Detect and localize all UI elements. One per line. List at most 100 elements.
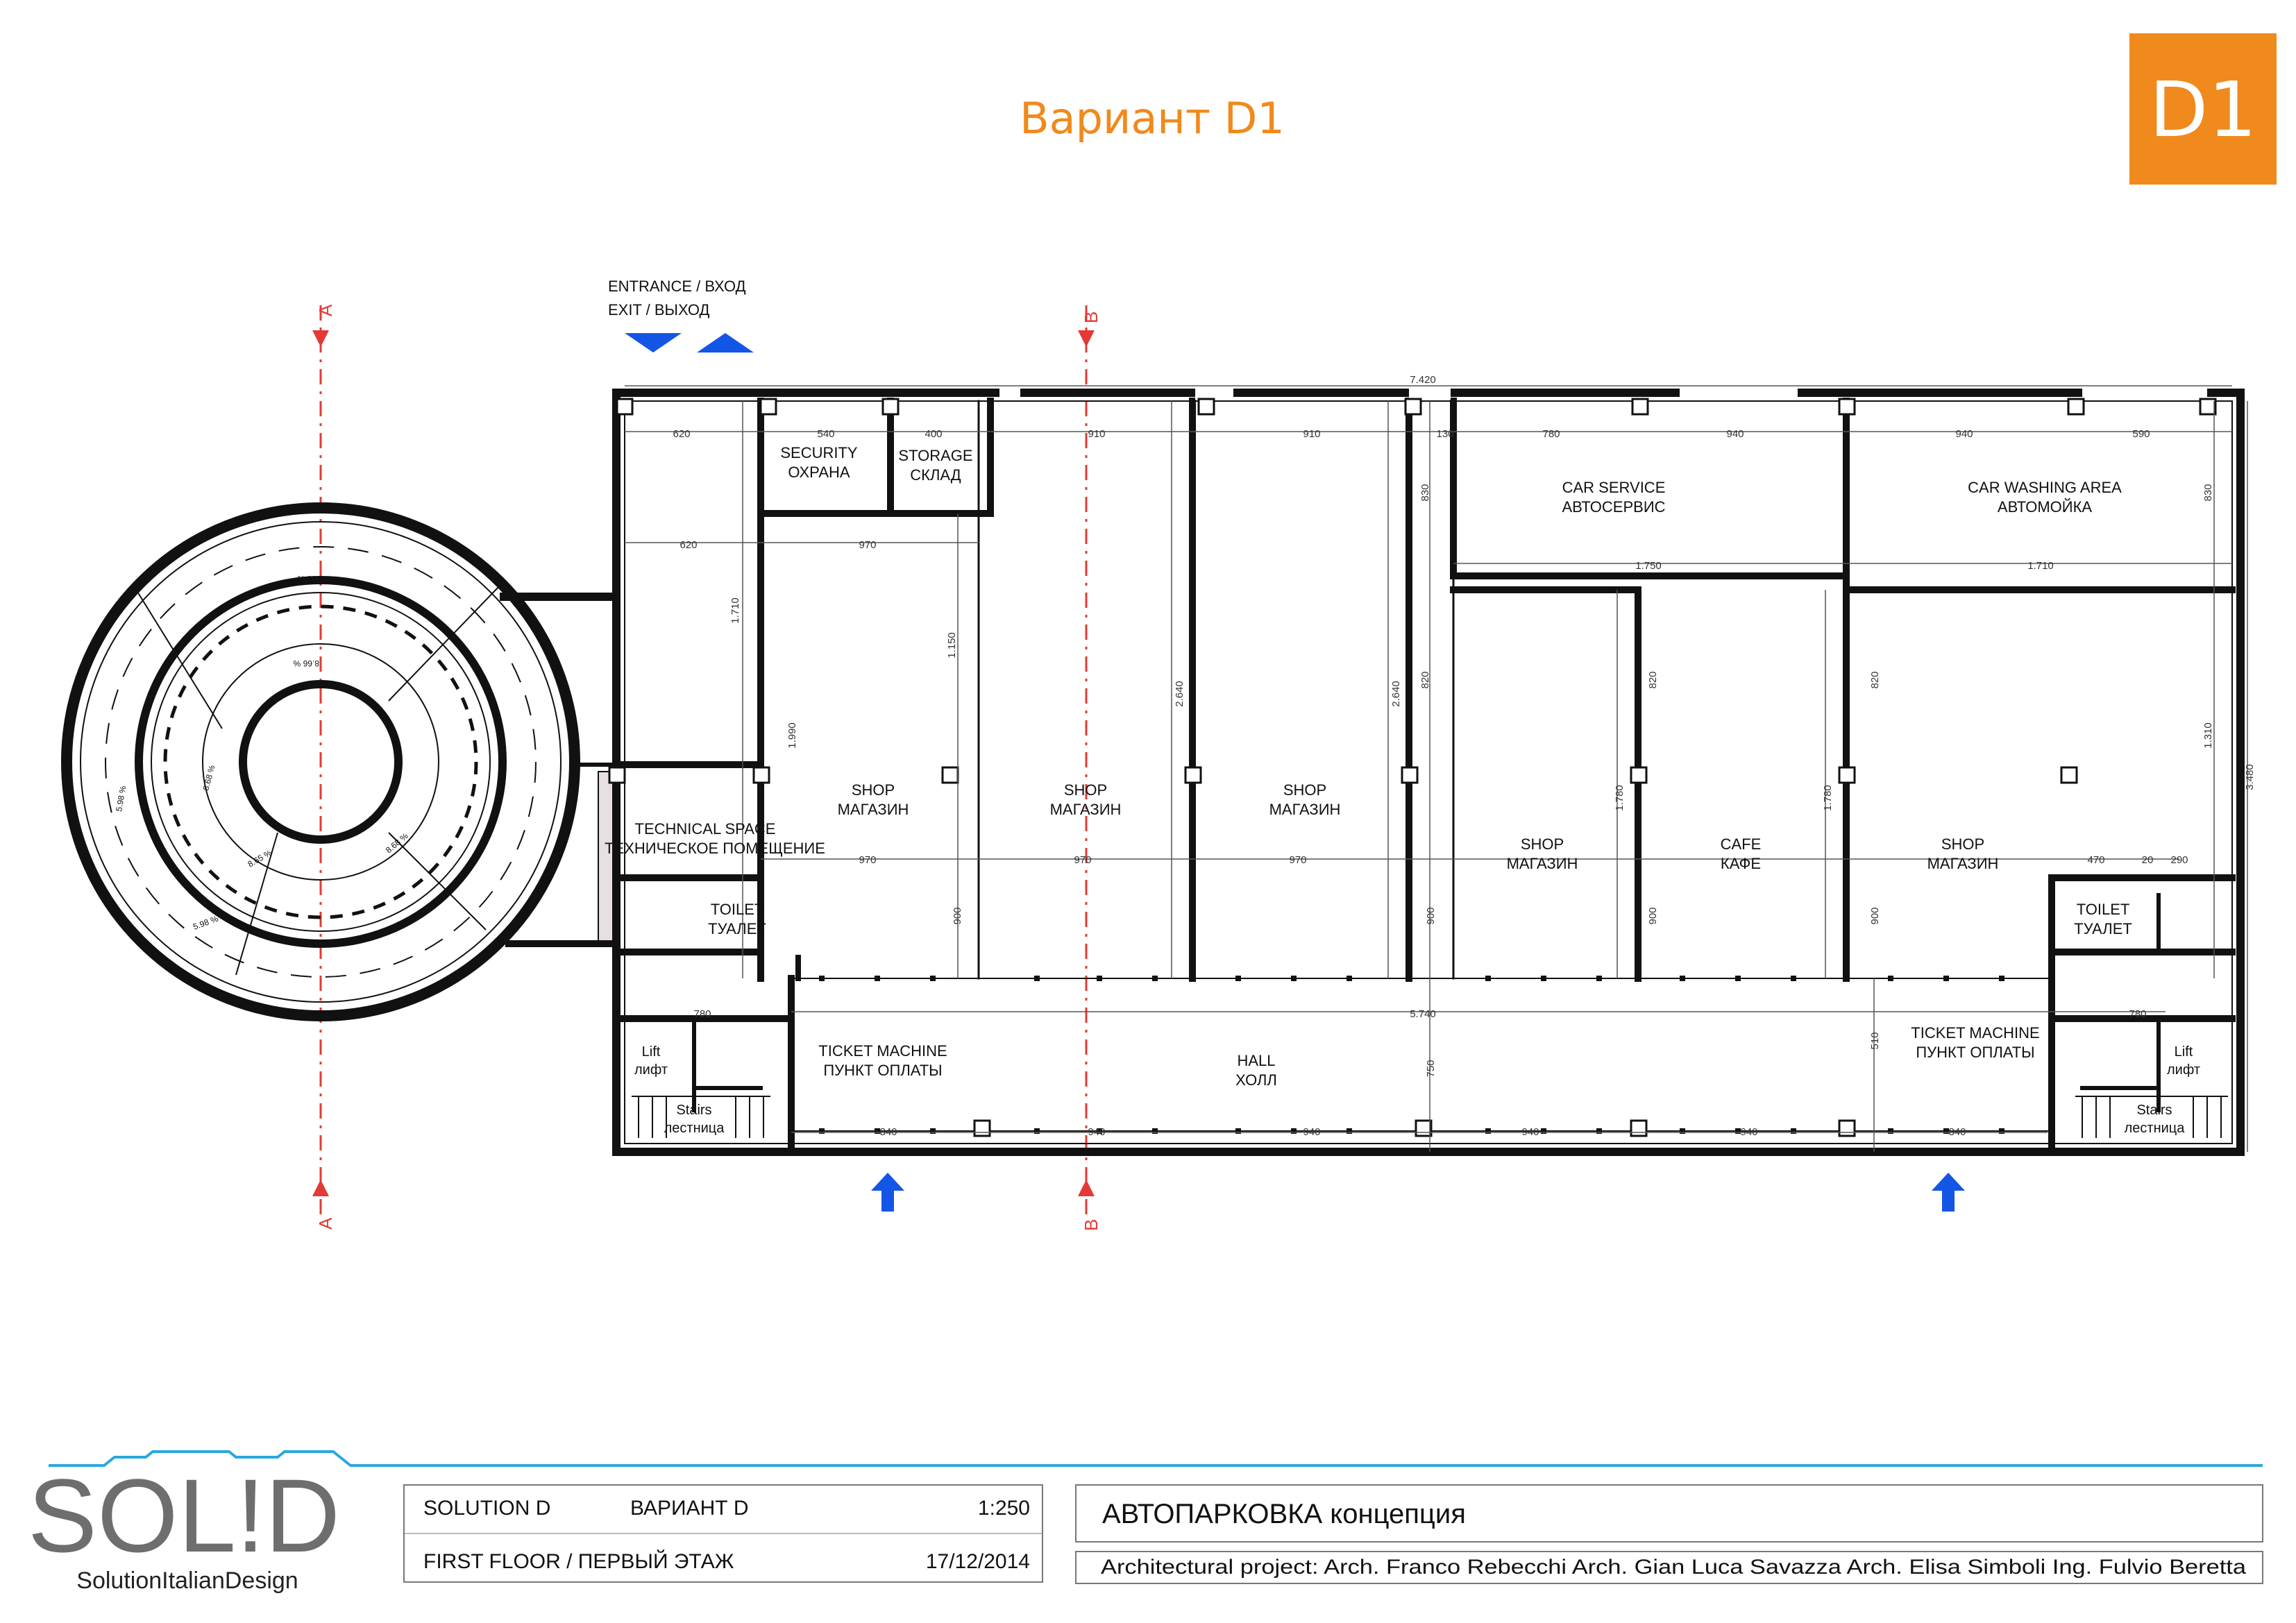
room-storage-en: STORAGE xyxy=(898,447,972,464)
exit-label: EXIT / ВЫХОД xyxy=(608,301,710,318)
dim-shop-1: 970 xyxy=(859,854,876,866)
dim-shop-5: 20 xyxy=(2142,854,2154,866)
dim-v-1: 1.710 xyxy=(729,597,741,624)
dim-bottom-3: 940 xyxy=(1088,1126,1105,1138)
room-shop-5-ru: МАГАЗИН xyxy=(1927,855,1999,872)
scale-label: 1:250 xyxy=(978,1497,1030,1520)
top-wall-openings xyxy=(999,387,2207,400)
room-toilet-right-ru: ТУАЛЕТ xyxy=(2074,920,2132,937)
dim-second-1: 620 xyxy=(679,539,697,551)
date-label: 17/12/2014 xyxy=(926,1550,1030,1573)
dim-hall-length: 5.740 xyxy=(1410,1008,1436,1020)
room-hall-ru: ХОЛЛ xyxy=(1235,1071,1277,1089)
credits-line: Architectural project: Arch. Franco Rebe… xyxy=(1101,1556,2246,1579)
dim-second-2: 970 xyxy=(859,539,876,551)
parking-markers xyxy=(819,976,2004,1134)
room-technical-ru: ТЕХНИЧЕСКОЕ ПОМЕЩЕНИЕ xyxy=(605,840,825,857)
room-lift-right-en: Lift xyxy=(2175,1044,2193,1060)
room-shop-2-en: SHOP xyxy=(1064,781,1107,799)
room-ticket-right-en: TICKET MACHINE xyxy=(1911,1024,2039,1042)
dim-shop-4: 470 xyxy=(2087,854,2104,866)
room-car-washing-en: CAR WASHING AREA xyxy=(1968,479,2122,496)
stairs-right xyxy=(2075,1096,2228,1138)
dim-bottom-5: 940 xyxy=(1303,1126,1320,1138)
ramp-slope-4: 5.98 % xyxy=(114,785,128,813)
room-toilet-left-ru: ТУАЛЕТ xyxy=(708,920,766,937)
room-shop-3-en: SHOP xyxy=(1283,781,1326,799)
dim-v-9: 820 xyxy=(1869,671,1881,688)
room-stairs-left-en: Stairs xyxy=(676,1103,711,1118)
dim-second-4: 1.710 xyxy=(2027,560,2054,572)
dim-v-14: 900 xyxy=(952,907,963,924)
room-hall-en: HALL xyxy=(1237,1052,1275,1069)
dim-top-6: 910 xyxy=(1088,428,1105,440)
room-shop-2-ru: МАГАЗИН xyxy=(1050,801,1122,818)
dim-v-17: 900 xyxy=(1869,907,1881,924)
dim-v-11: 1.310 xyxy=(2202,722,2214,749)
solid-logo-subtitle: SolutionItalianDesign xyxy=(76,1567,298,1594)
section-a-top-label: A xyxy=(315,304,336,316)
ramp-slope-2: 8.66 % xyxy=(293,658,319,668)
section-line-a xyxy=(312,305,329,1221)
dim-v-12: 1.780 xyxy=(1614,785,1626,811)
room-stairs-right-en: Stairs xyxy=(2136,1103,2172,1118)
project-title: АВТОПАРКОВКА концепция xyxy=(1102,1499,1466,1529)
room-security-en: SECURITY xyxy=(780,444,858,461)
room-ticket-left-en: TICKET MACHINE xyxy=(818,1042,947,1060)
room-toilet-left-en: TOILET xyxy=(711,901,764,918)
room-ticket-left-ru: ПУНКТ ОПЛАТЫ xyxy=(823,1062,942,1079)
dim-lift-right: 780 xyxy=(2129,1008,2146,1020)
circular-ramp xyxy=(61,502,580,1021)
entrance-label: ENTRANCE / ВХОД xyxy=(608,278,746,295)
room-cafe-en: CAFE xyxy=(1721,835,1762,853)
section-b-bottom-label: B xyxy=(1081,1219,1101,1231)
dim-v-16: 900 xyxy=(1647,907,1659,924)
section-line-b xyxy=(1078,305,1095,1221)
dim-lift-left: 780 xyxy=(693,1008,711,1020)
dim-shop-2: 970 xyxy=(1074,854,1091,866)
variant-badge-label: D1 xyxy=(2150,65,2257,154)
dim-v-19: 510 xyxy=(1869,1032,1881,1049)
title-block-credits xyxy=(1075,1551,2263,1584)
room-storage-ru: СКЛАД xyxy=(910,466,961,484)
room-car-service-ru: АВТОСЕРВИС xyxy=(1562,498,1665,516)
dim-v-2: 1.990 xyxy=(786,722,798,749)
dimension-lines xyxy=(625,385,2248,1152)
dim-top-2: 540 xyxy=(817,428,834,440)
dim-bottom-7: 940 xyxy=(1521,1126,1539,1138)
entrance-arrow-icon xyxy=(625,333,682,352)
room-shop-4-en: SHOP xyxy=(1521,835,1564,853)
dim-shop-3: 970 xyxy=(1289,854,1306,866)
room-toilet-right-en: TOILET xyxy=(2077,901,2130,918)
dim-v-3: 1.150 xyxy=(946,632,958,658)
dim-v-13: 1.780 xyxy=(1822,785,1834,811)
room-lift-left-ru: лифт xyxy=(634,1062,668,1078)
dim-v-6: 830 xyxy=(1419,484,1431,501)
dim-second-3: 1.750 xyxy=(1635,560,1662,572)
dim-bottom-1: 840 xyxy=(879,1126,897,1138)
dim-top-12: 780 xyxy=(1542,428,1560,440)
room-cafe-ru: КАФЕ xyxy=(1721,855,1761,872)
footer-skyline-line xyxy=(49,1450,2263,1467)
room-lift-left-en: Lift xyxy=(642,1044,661,1060)
room-shop-4-ru: МАГАЗИН xyxy=(1507,855,1578,872)
dim-bottom-9: 940 xyxy=(1740,1126,1757,1138)
room-shop-5-en: SHOP xyxy=(1941,835,1984,853)
room-ticket-right-ru: ПУНКТ ОПЛАТЫ xyxy=(1916,1044,2034,1061)
dim-top-14: 940 xyxy=(1955,428,1973,440)
ramp-slope-6: 8.65 % xyxy=(246,848,274,869)
entrance-arrow-right-icon xyxy=(1932,1173,1965,1212)
dim-v-18: 750 xyxy=(1425,1060,1437,1077)
ramp-slope-5: 5.98 % xyxy=(192,914,219,932)
dim-v-5: 2.640 xyxy=(1390,681,1402,707)
room-stairs-right-ru: лестница xyxy=(2125,1121,2186,1136)
room-lift-right-ru: лифт xyxy=(2167,1062,2200,1078)
room-security-ru: ОХРАНА xyxy=(788,464,850,481)
variant-badge xyxy=(2129,33,2277,185)
dim-top-11: 130 xyxy=(1436,428,1453,440)
solid-logo: SOL!D xyxy=(28,1457,340,1574)
room-shop-3-ru: МАГАЗИН xyxy=(1269,801,1341,818)
dim-top-9: 910 xyxy=(1303,428,1320,440)
dim-top-1: 620 xyxy=(673,428,690,440)
